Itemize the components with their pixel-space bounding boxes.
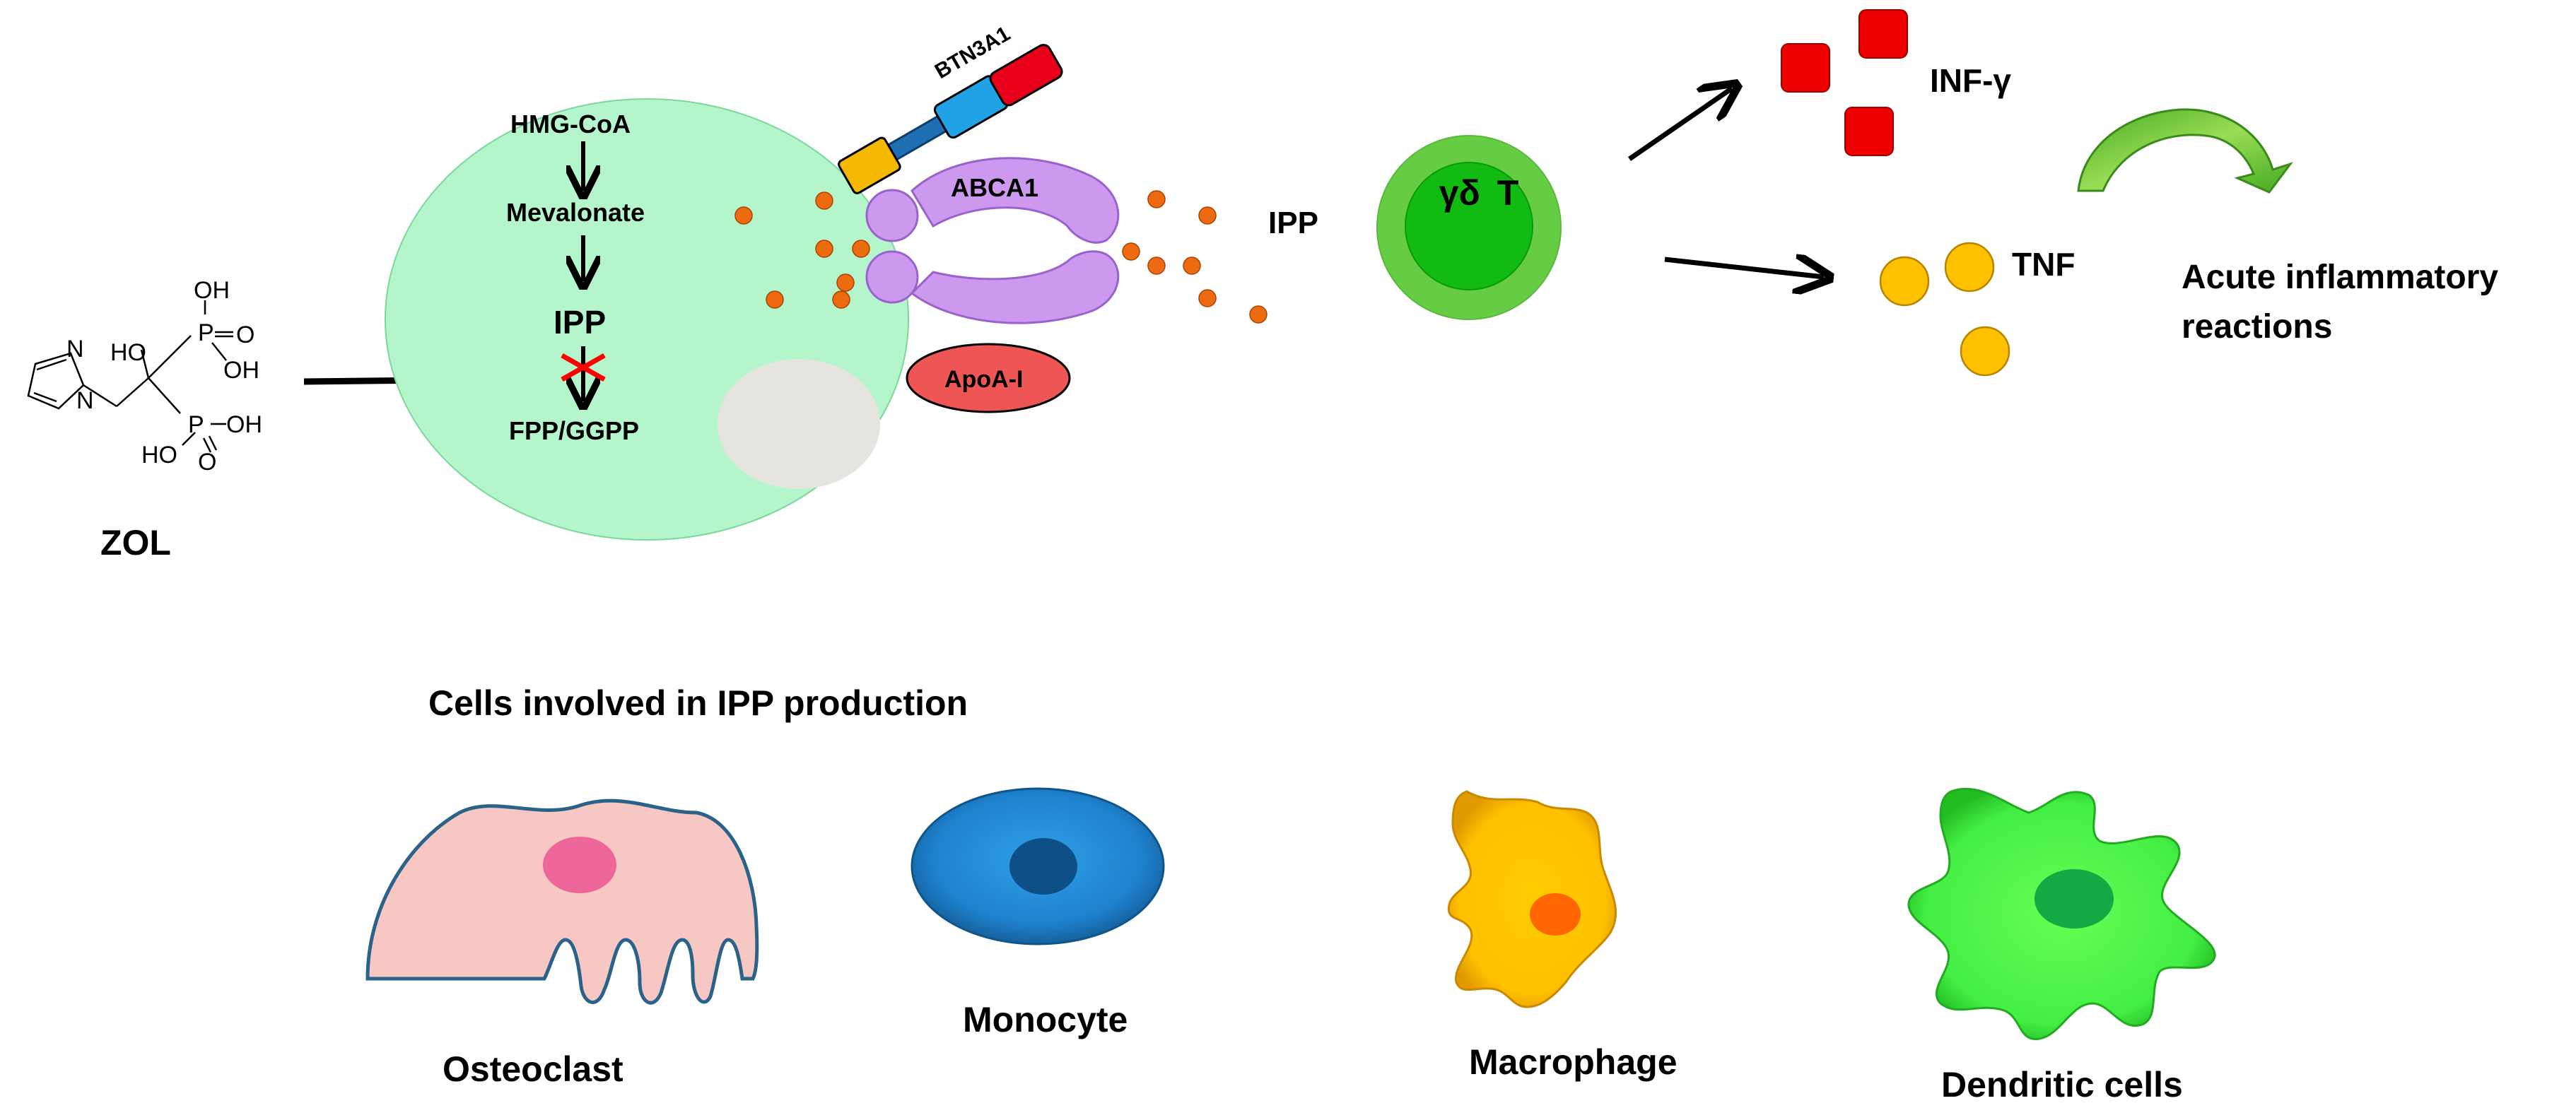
ipp-dot bbox=[1183, 257, 1201, 275]
infg-label: INF-γ bbox=[1930, 62, 2011, 99]
pathway-hmg-coa: HMG-CoA bbox=[510, 110, 631, 138]
pathway-ipp: IPP bbox=[554, 304, 606, 341]
ipp-molecules bbox=[734, 190, 1267, 324]
tnf-circle bbox=[1960, 326, 2010, 377]
osteoclast-nucleus bbox=[543, 837, 616, 893]
imidazole-ring bbox=[27, 352, 85, 410]
mol-oh-bottom-label: OH bbox=[226, 411, 262, 438]
result-line-2: reactions bbox=[2182, 308, 2332, 346]
apoa-i-label: ApoA-I bbox=[944, 366, 1023, 393]
infg-square bbox=[1858, 9, 1908, 59]
ipp-dot bbox=[1249, 305, 1267, 324]
ipp-dot bbox=[1147, 190, 1166, 208]
cells-section-title: Cells involved in IPP production bbox=[428, 683, 968, 723]
arrow-to-infg bbox=[1628, 88, 1732, 161]
ipp-dot bbox=[766, 290, 784, 309]
arrow-to-tnf bbox=[1664, 259, 1824, 277]
abca1-label: ABCA1 bbox=[951, 173, 1038, 202]
infg-square bbox=[1781, 43, 1830, 93]
mol-p-top-label: P bbox=[198, 319, 214, 346]
ipp-dot bbox=[1198, 206, 1217, 225]
apoa-i-protein bbox=[906, 343, 1071, 413]
mol-o-bottom-label: O bbox=[198, 449, 216, 476]
infg-molecules bbox=[1781, 9, 1908, 156]
mol-p-bottom-label: P bbox=[188, 411, 204, 438]
apc-nucleus bbox=[718, 359, 880, 489]
pathway-mevalonate: Mevalonate bbox=[506, 198, 645, 227]
result-line-1: Acute inflammatory bbox=[2182, 259, 2498, 296]
mol-n-bottom-label: N bbox=[76, 387, 94, 414]
ipp-dot bbox=[832, 290, 850, 309]
zoledronate-structure bbox=[27, 300, 233, 453]
infg-square bbox=[1844, 107, 1894, 156]
btn3a1-receptor bbox=[838, 44, 1063, 194]
ipp-dot bbox=[815, 191, 833, 210]
tnf-label: TNF bbox=[2012, 246, 2075, 283]
mol-ho-mid-label: HO bbox=[110, 339, 146, 366]
dendritic-nucleus bbox=[2035, 869, 2114, 929]
extracellular-ipp-label: IPP bbox=[1268, 206, 1318, 240]
macrophage-cell bbox=[1447, 790, 1617, 1008]
cell-label-dendritic: Dendritic cells bbox=[1941, 1065, 2183, 1104]
ipp-dot bbox=[852, 240, 870, 258]
ipp-dot bbox=[734, 206, 753, 225]
mol-oh-right-label: OH bbox=[223, 357, 259, 384]
cell-label-osteoclast: Osteoclast bbox=[443, 1049, 623, 1089]
monocyte-nucleus bbox=[1009, 838, 1077, 895]
abca1-transporter bbox=[865, 157, 1120, 324]
mol-ho-bottom-label: HO bbox=[141, 442, 177, 468]
pathway-fpp-ggpp: FPP/GGPP bbox=[509, 416, 639, 445]
cell-label-macrophage: Macrophage bbox=[1469, 1042, 1678, 1082]
mol-n-top-label: N bbox=[66, 336, 84, 363]
osteoclast-cell bbox=[365, 798, 759, 1005]
tnf-molecules bbox=[1879, 242, 2010, 377]
ipp-dot bbox=[1147, 257, 1166, 275]
macrophage-nucleus bbox=[1530, 893, 1581, 936]
ipp-dot bbox=[815, 240, 833, 258]
ipp-dot bbox=[1198, 289, 1217, 307]
ipp-dot bbox=[836, 273, 855, 292]
mol-o-top-label: O bbox=[236, 322, 254, 348]
gd-t-letter: T bbox=[1497, 173, 1519, 213]
tnf-circle bbox=[1944, 242, 1995, 293]
mol-oh-top-label: OH bbox=[194, 277, 230, 304]
gd-t-cell-nucleus bbox=[1405, 162, 1533, 290]
zol-label: ZOL bbox=[100, 523, 171, 562]
ipp-dot bbox=[1122, 242, 1140, 261]
curved-result-arrow bbox=[2077, 108, 2294, 194]
gd-greek-label: γδ bbox=[1439, 173, 1480, 213]
cell-label-monocyte: Monocyte bbox=[963, 1000, 1128, 1039]
pathway-block-mark bbox=[561, 353, 606, 382]
gd-t-cell-label: γδ T bbox=[1439, 173, 1519, 213]
tnf-circle bbox=[1879, 256, 1930, 307]
